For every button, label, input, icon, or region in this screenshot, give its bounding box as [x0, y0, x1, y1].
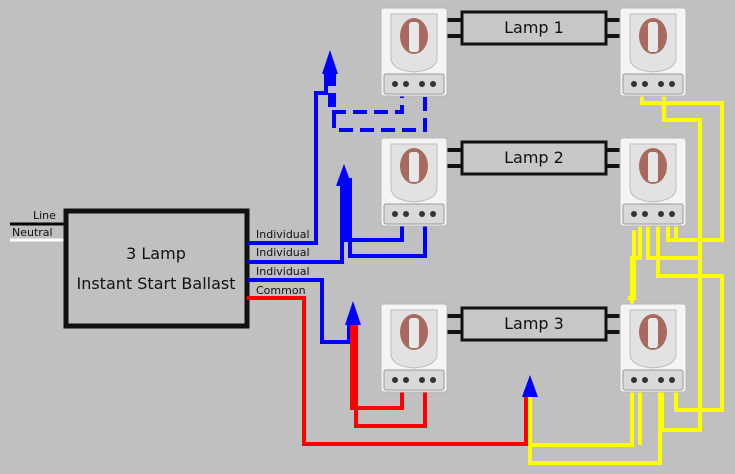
wire-nut-3	[345, 301, 361, 325]
individual-wires	[247, 72, 427, 344]
common-wires	[247, 296, 528, 446]
ballast-title: 3 Lamp	[126, 244, 186, 263]
lamp-3-label: Lamp 3	[504, 314, 564, 333]
lamp-3: Lamp 3	[446, 306, 622, 342]
individual-label-3: Individual	[256, 265, 310, 278]
socket-1-left	[380, 7, 448, 97]
socket-3-left	[380, 303, 448, 393]
neutral-label: Neutral	[12, 226, 53, 239]
socket-2-right	[619, 137, 687, 227]
lamp-2-label: Lamp 2	[504, 148, 564, 167]
ballast-subtitle: Instant Start Ballast	[76, 274, 235, 293]
line-label: Line	[33, 209, 56, 222]
wire-nut-4	[522, 375, 538, 397]
ballast-box	[63, 208, 250, 329]
socket-3-right	[619, 303, 687, 393]
wire-nut-2	[336, 164, 352, 186]
wire-nut-1	[322, 50, 338, 74]
lamp-1-label: Lamp 1	[504, 18, 564, 37]
lamp-1: Lamp 1	[446, 10, 622, 46]
socket-1-right	[619, 7, 687, 97]
lamp-2: Lamp 2	[446, 140, 622, 176]
individual-label-2: Individual	[256, 246, 310, 259]
socket-2-left	[380, 137, 448, 227]
individual-label-1: Individual	[256, 228, 310, 241]
individual-dashed-wires	[328, 72, 427, 132]
common-label: Common	[256, 284, 306, 297]
